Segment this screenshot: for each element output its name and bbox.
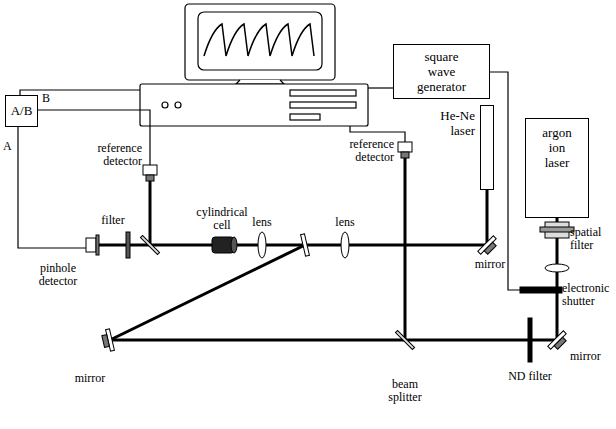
label-anchor: cylindrical cell bbox=[190, 206, 254, 232]
label-anchor: spatial filter bbox=[570, 226, 614, 252]
part-label: mirror bbox=[70, 372, 110, 385]
part-label: pinhole detector bbox=[30, 262, 86, 288]
box-label: He-Ne laser bbox=[415, 108, 475, 138]
part-label: ND filter bbox=[500, 370, 560, 383]
box-label: A/B bbox=[7, 102, 37, 120]
part-label: spatial filter bbox=[570, 226, 614, 252]
part-label: mirror bbox=[570, 350, 610, 363]
label-anchor: reference detector bbox=[318, 138, 394, 164]
signal-wire bbox=[18, 72, 520, 290]
part-label: cylindrical cell bbox=[190, 206, 254, 232]
label-anchor: B bbox=[42, 92, 56, 105]
label-anchor: reference detector bbox=[78, 142, 142, 168]
optics-symbol bbox=[86, 142, 574, 362]
part-label: A bbox=[3, 140, 15, 153]
label-anchor: mirror bbox=[70, 372, 110, 385]
part-label: filter bbox=[96, 214, 130, 227]
label-anchor: lens bbox=[333, 216, 357, 229]
generator-box: square wave generator bbox=[393, 44, 490, 99]
part-label: reference detector bbox=[318, 138, 394, 164]
box-label: argon ion laser bbox=[535, 125, 579, 170]
mirror-symbol bbox=[101, 234, 570, 353]
laser-box: argon ion laser bbox=[525, 118, 589, 218]
box-label: square wave generator bbox=[412, 49, 472, 94]
label-anchor: electronic shutter bbox=[562, 282, 614, 308]
label-anchor: mirror bbox=[470, 258, 510, 271]
label-anchor: mirror bbox=[570, 350, 610, 363]
part-label: lens bbox=[333, 216, 357, 229]
part-label: reference detector bbox=[78, 142, 142, 168]
label-anchor: A bbox=[3, 140, 15, 153]
part-label: beam splitter bbox=[380, 378, 430, 404]
label-anchor: beam splitter bbox=[380, 378, 430, 404]
switch-box: A/B bbox=[5, 95, 38, 127]
label-anchor: ND filter bbox=[500, 370, 560, 383]
part-label: lens bbox=[250, 216, 274, 229]
label-anchor: lens bbox=[250, 216, 274, 229]
part-label: B bbox=[42, 92, 56, 105]
computer-icon bbox=[140, 4, 368, 126]
label-anchor: filter bbox=[96, 214, 130, 227]
part-label: electronic shutter bbox=[562, 282, 614, 308]
part-label: mirror bbox=[470, 258, 510, 271]
laser-tube: He-Ne laser bbox=[480, 105, 494, 190]
label-anchor: pinhole detector bbox=[30, 262, 86, 288]
